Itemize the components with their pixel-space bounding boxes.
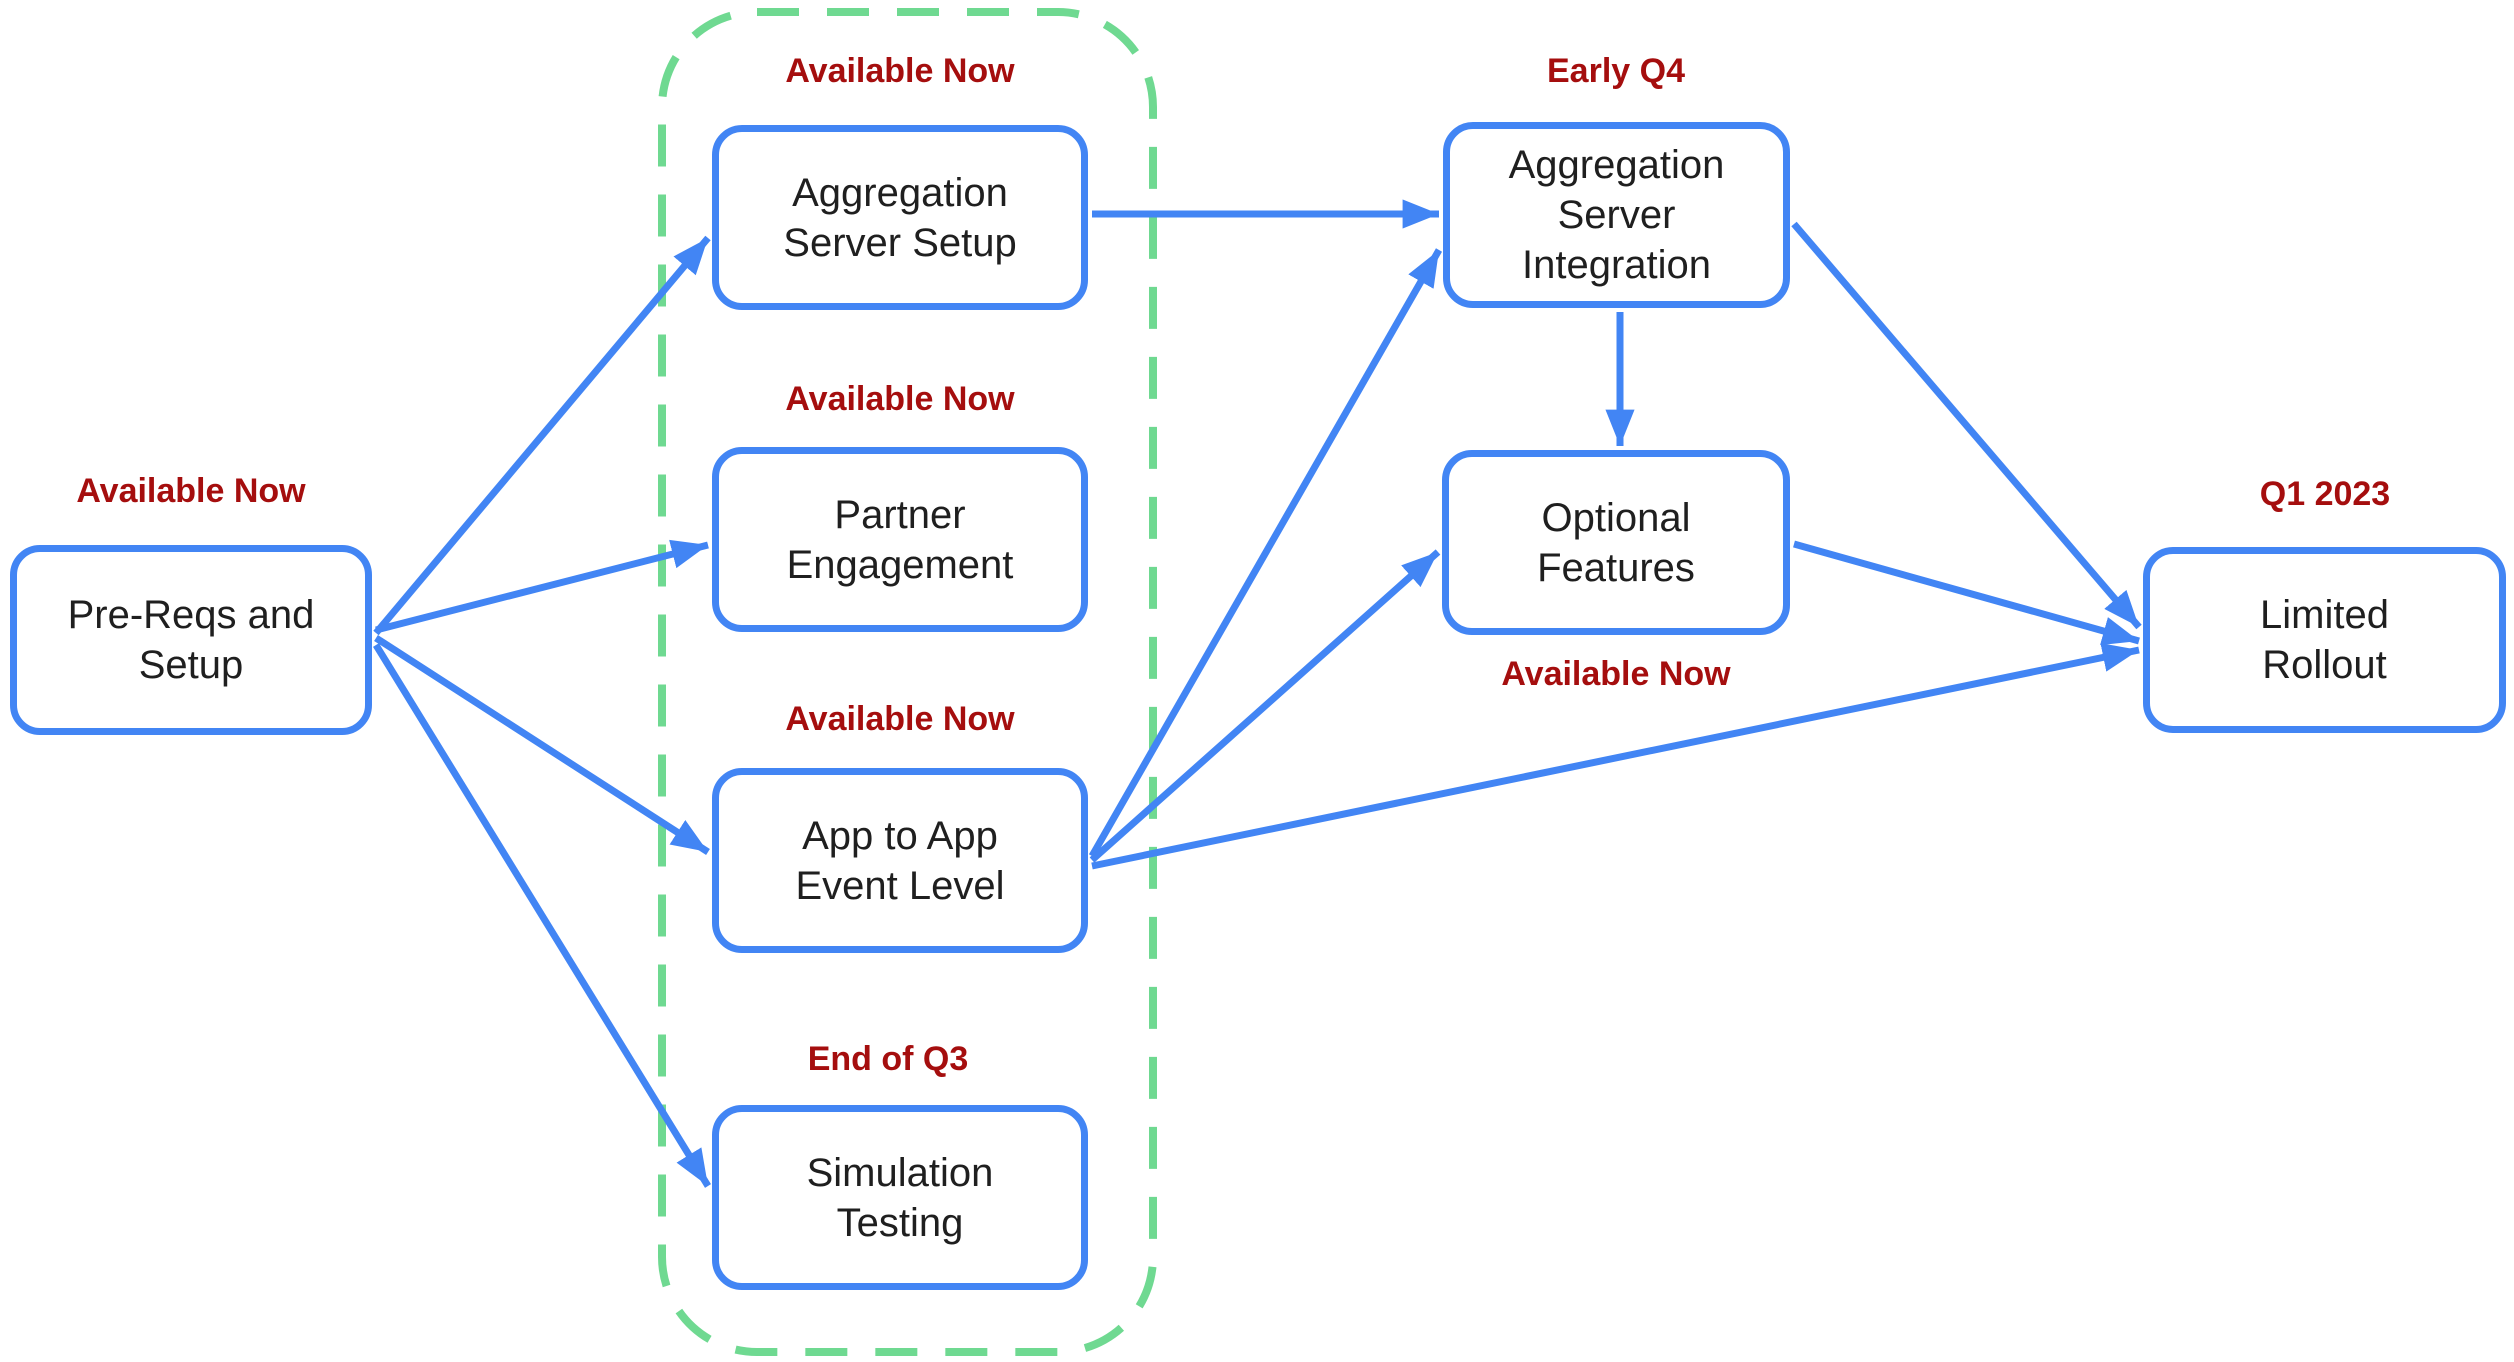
node-label: Limited Rollout (2260, 593, 2389, 687)
node-aggregation-server-setup: Aggregation Server Setup (712, 125, 1088, 310)
status-pre-reqs: Available Now (76, 472, 306, 510)
node-label: Partner Engagement (786, 492, 1014, 587)
edge-prereqs-to-simulation-testing (373, 643, 711, 1188)
node-limited-rollout: Limited Rollout (2143, 547, 2506, 733)
node-label: Aggregation Server Integration (1508, 143, 1725, 287)
node-label: Pre-Reqs and Setup (67, 593, 315, 687)
node-label: App to App Event Level (795, 813, 1005, 908)
edge-app-to-app-to-integration (1088, 248, 1443, 858)
status-optional-features: Available Now (1501, 655, 1731, 693)
node-aggregation-server-integration: Aggregation Server Integration (1443, 122, 1790, 308)
node-partner-engagement: Partner Engagement (712, 447, 1088, 632)
node-pre-reqs-and-setup: Pre-Reqs and Setup (10, 545, 372, 735)
edge-app-to-app-to-limited-rollout (1091, 643, 2140, 870)
node-label: Aggregation Server Setup (783, 170, 1017, 265)
node-simulation-testing: Simulation Testing (712, 1105, 1088, 1290)
edge-integration-to-limited-rollout (1791, 221, 2142, 630)
status-agg-server-integration: Early Q4 (1547, 52, 1685, 90)
status-agg-server-setup: Available Now (785, 52, 1015, 90)
status-app-to-app: Available Now (785, 700, 1015, 738)
status-simulation-testing: End of Q3 (807, 1040, 969, 1078)
node-label: Simulation Testing (806, 1150, 994, 1245)
status-limited-rollout: Q1 2023 (2259, 475, 2391, 513)
edge-prereqs-to-app-to-app (374, 635, 710, 855)
edge-optional-features-to-limited-rollout (1793, 540, 2140, 646)
node-label: Optional Features (1537, 495, 1695, 590)
node-optional-features: Optional Features (1442, 450, 1790, 635)
edge-prereqs-to-partner-engagement (375, 539, 709, 634)
edge-prereqs-to-agg-server-setup (373, 235, 711, 636)
status-partner-engagement: Available Now (785, 380, 1015, 418)
node-app-to-app-event-level: App to App Event Level (712, 768, 1088, 953)
phase-group-outline (658, 8, 1157, 1356)
edge-app-to-app-to-optional-features (1089, 549, 1441, 863)
